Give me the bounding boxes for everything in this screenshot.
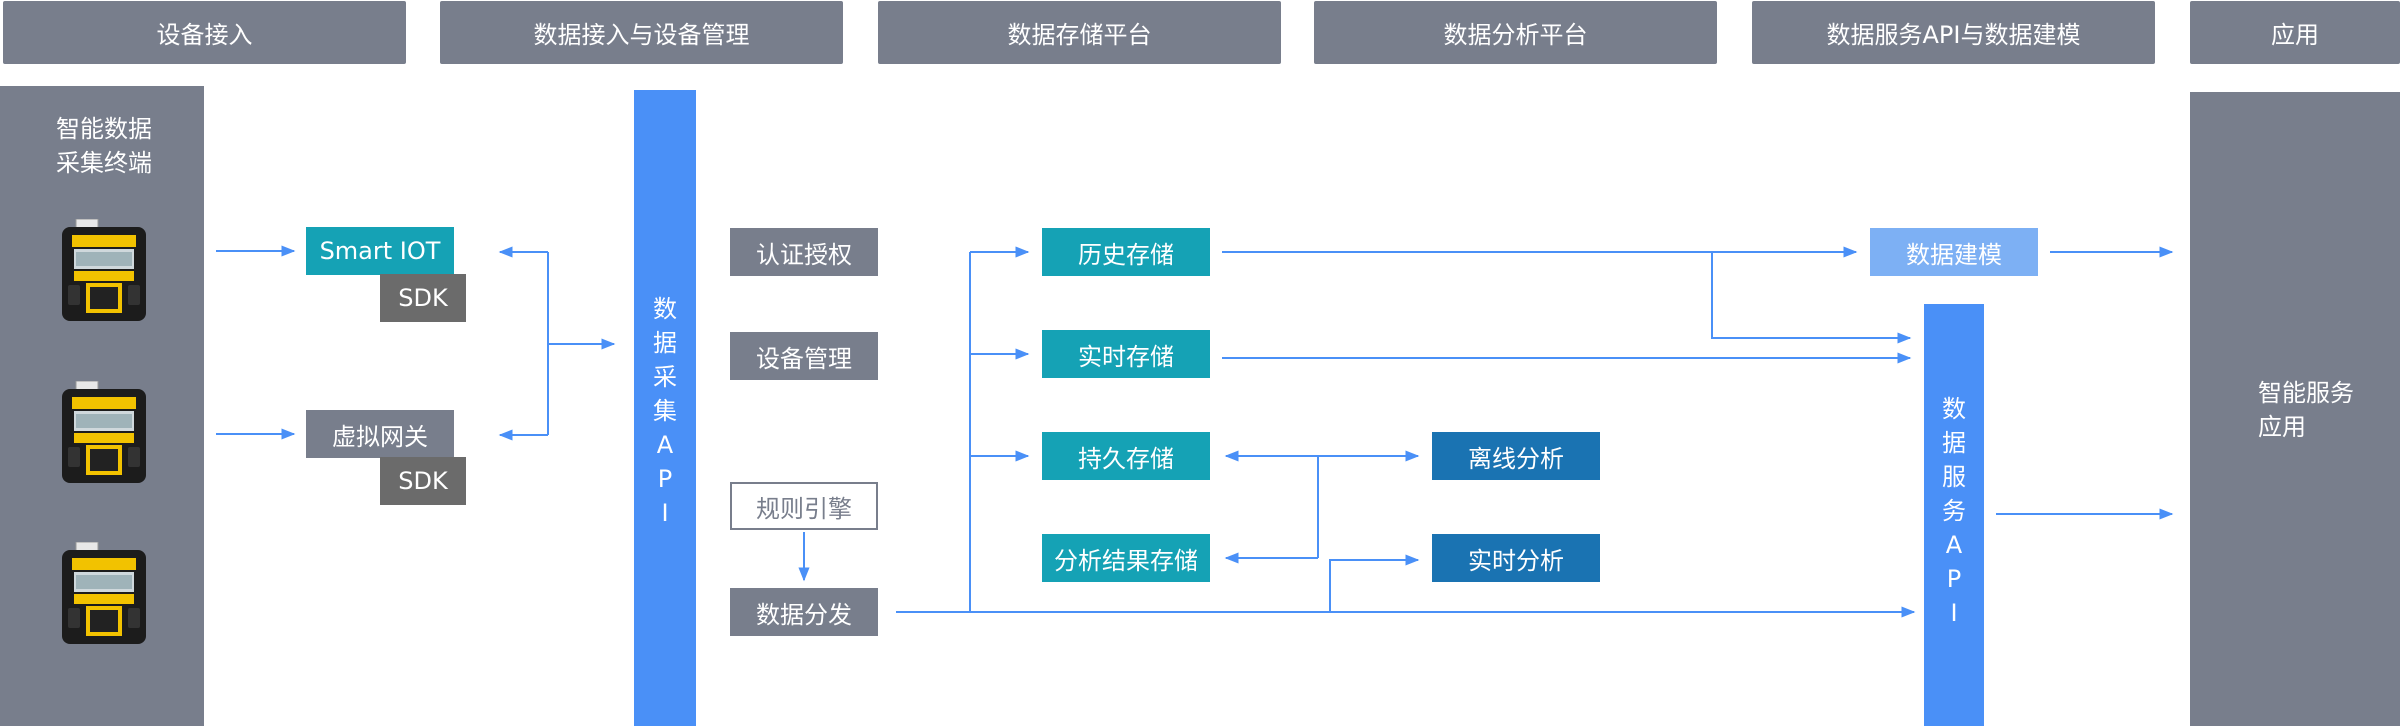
arrow-to-realtime-analysis xyxy=(1329,554,1420,612)
device-management-box: 设备管理 xyxy=(730,332,878,380)
data-service-api-bar: 数 据 服 务 A P I xyxy=(1924,304,1984,726)
collect-api-char: 采 xyxy=(653,363,677,391)
auth-box: 认证授权 xyxy=(730,228,878,276)
application-label-line2: 应用 xyxy=(2258,413,2306,441)
collect-api-char: 集 xyxy=(653,397,677,425)
service-api-char: 服 xyxy=(1942,463,1966,491)
persistent-storage-box: 持久存储 xyxy=(1042,432,1210,480)
data-collection-api-bar: 数 据 采 集 A P I xyxy=(634,90,696,726)
header-api-modeling: 数据服务API与数据建模 xyxy=(1752,1,2155,64)
virtual-gateway-box: 虚拟网关 xyxy=(306,410,454,458)
service-api-char: 数 xyxy=(1942,395,1966,423)
terminal-label-line2: 采集终端 xyxy=(56,149,152,177)
sdk-box-2: SDK xyxy=(380,457,466,505)
collect-api-char: I xyxy=(661,499,669,527)
service-api-char: A xyxy=(1945,531,1963,559)
terminal-label: 智能数据 采集终端 xyxy=(56,112,152,180)
realtime-storage-box: 实时存储 xyxy=(1042,330,1210,378)
data-modeling-box: 数据建模 xyxy=(1870,228,2038,276)
smart-iot-box: Smart IOT xyxy=(306,227,454,275)
collect-api-char: 据 xyxy=(653,329,677,357)
application-label-line1: 智能服务 xyxy=(2258,379,2354,407)
collect-api-char: P xyxy=(657,465,673,493)
data-collector-device-icon xyxy=(62,219,146,321)
history-storage-box: 历史存储 xyxy=(1042,228,1210,276)
terminal-label-line1: 智能数据 xyxy=(56,115,152,143)
service-api-char: P xyxy=(1946,565,1962,593)
realtime-analysis-box: 实时分析 xyxy=(1432,534,1600,582)
data-collector-device-icon xyxy=(62,381,146,483)
collect-api-char: A xyxy=(656,431,674,459)
data-distribution-box: 数据分发 xyxy=(730,588,878,636)
rule-engine-box: 规则引擎 xyxy=(730,482,878,530)
sdk-box-1: SDK xyxy=(380,274,466,322)
service-api-char: I xyxy=(1950,599,1958,627)
analysis-result-storage-box: 分析结果存储 xyxy=(1042,534,1210,582)
application-panel: 智能服务 应用 xyxy=(2190,92,2400,726)
application-label: 智能服务 应用 xyxy=(2258,376,2354,444)
offline-analysis-box: 离线分析 xyxy=(1432,432,1600,480)
service-api-char: 务 xyxy=(1942,497,1966,525)
collect-api-char: 数 xyxy=(653,295,677,323)
header-analysis-platform: 数据分析平台 xyxy=(1314,1,1717,64)
header-application: 应用 xyxy=(2190,1,2400,64)
header-device-access: 设备接入 xyxy=(3,1,406,64)
header-storage-platform: 数据存储平台 xyxy=(878,1,1281,64)
service-api-char: 据 xyxy=(1942,429,1966,457)
header-data-access: 数据接入与设备管理 xyxy=(440,1,843,64)
data-collector-device-icon xyxy=(62,542,146,644)
